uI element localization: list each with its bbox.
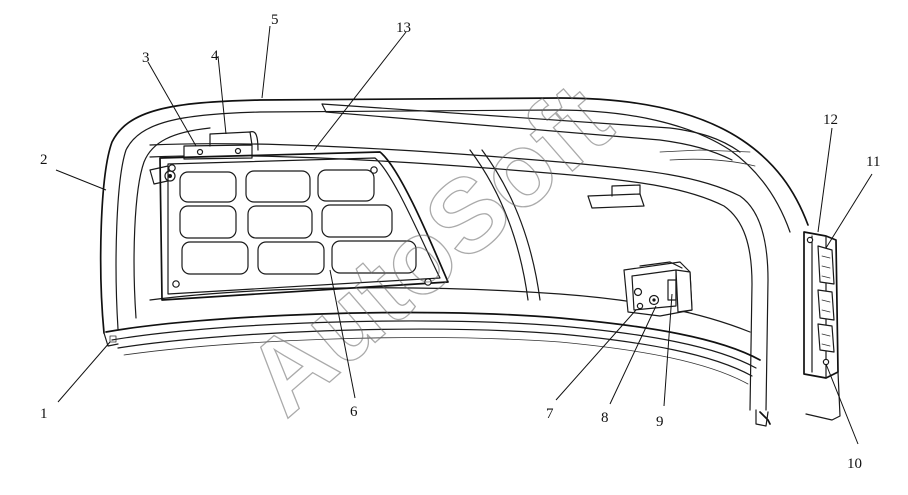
callout-10: 10 bbox=[847, 456, 862, 472]
callout-7: 7 bbox=[546, 406, 554, 422]
right-end-panel bbox=[803, 231, 841, 421]
callout-9: 9 bbox=[656, 414, 664, 430]
callout-6: 6 bbox=[350, 404, 358, 420]
callout-labels: 1 2 3 4 5 6 7 8 9 10 11 12 13 bbox=[40, 12, 880, 472]
callout-1: 1 bbox=[40, 406, 48, 422]
leader-lines bbox=[55, 25, 873, 445]
callout-5: 5 bbox=[271, 12, 279, 28]
callout-2: 2 bbox=[40, 152, 48, 168]
callout-8: 8 bbox=[601, 410, 609, 426]
grille-panel bbox=[159, 151, 449, 301]
callout-4: 4 bbox=[211, 48, 219, 64]
callout-11: 11 bbox=[866, 154, 880, 170]
housing-outline bbox=[99, 97, 809, 427]
callout-12: 12 bbox=[823, 112, 838, 128]
callout-13: 13 bbox=[396, 20, 411, 36]
callout-3: 3 bbox=[142, 50, 150, 66]
latch-assembly bbox=[623, 261, 693, 317]
